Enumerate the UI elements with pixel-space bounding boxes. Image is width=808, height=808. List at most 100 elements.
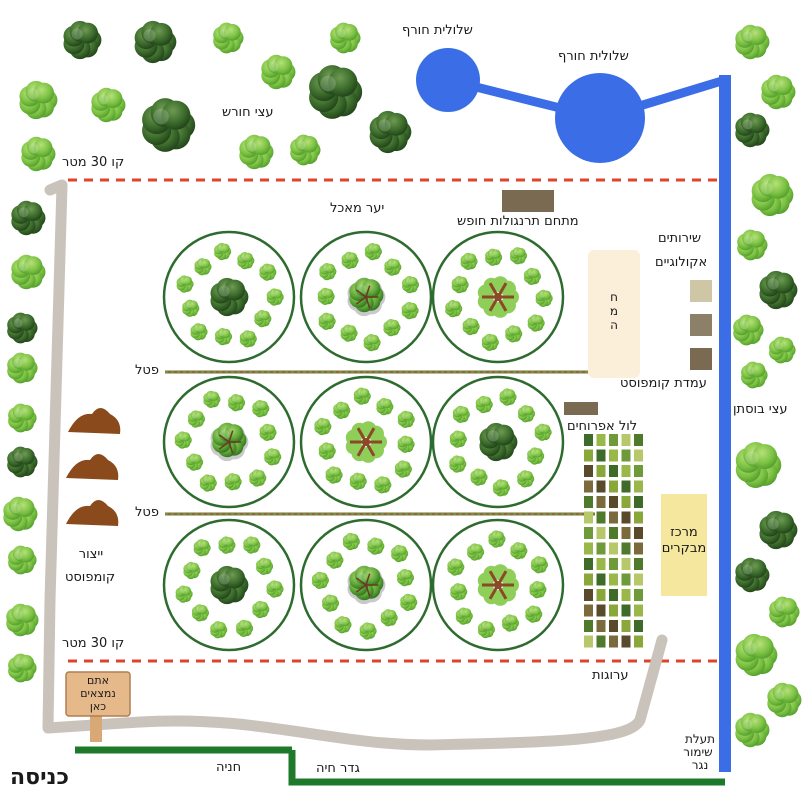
label-drain-1: תעלת [684,732,716,746]
central-fruit-tree [477,564,519,606]
shrub [367,537,385,555]
shrub [501,614,520,632]
edge-tree [11,200,46,236]
bed-plot [621,465,631,477]
shrub [534,423,552,441]
bed-plot [609,511,618,524]
bed-plot [584,480,593,493]
shrub [462,317,480,336]
orchard-tree [735,441,782,489]
shrub [314,417,332,436]
bed-plot [596,496,606,508]
bed-plot [621,449,631,462]
shrub [455,607,473,625]
shrub [259,263,277,281]
shrub [525,605,543,623]
bed-plot [609,573,618,586]
shrub [396,569,415,587]
central-tree-dark [479,422,518,462]
label-entrance: כניסה [10,765,69,790]
forest-tree [239,134,274,170]
bed-plot [621,604,631,617]
food-forest-circle [299,518,433,652]
runoff-channel [719,75,731,772]
edge-tree [7,312,38,344]
forest-tree [63,20,102,60]
shrub [318,312,336,330]
shrub [325,466,343,484]
label-eco-toilets-2: אקולוגיים [655,255,708,270]
bed-plot [621,434,631,446]
shrub [529,580,547,599]
label-beds: ערוגות [592,668,629,683]
shrub [203,390,221,408]
bed-plot [609,542,618,555]
bed-plot [621,558,631,570]
label-path-bottom: פטל [135,505,159,520]
edge-tree [8,545,37,575]
bed-plot [596,573,606,586]
orchard-tree [735,633,778,677]
bed-plot [584,496,593,508]
shrub [210,621,228,639]
pond-small [416,48,480,112]
food-forest-circles [162,230,565,652]
bed-plot [596,635,606,648]
bed-plot [634,527,643,539]
food-forest-circle [431,230,565,364]
bed-plot [584,589,593,601]
food-forest-circle [299,375,433,509]
bed-plot [596,465,606,477]
bed-plot [621,527,631,539]
shrub [237,251,255,270]
label-chick-coop: לול אפרוחים [567,419,638,434]
shrub [311,571,329,589]
compost-pile-2 [66,454,119,480]
edge-tree [8,403,37,433]
bed-plot [596,511,606,524]
shrub [326,551,344,569]
shrub [341,251,359,270]
bed-plot [584,573,593,586]
visitor-center-block [661,494,707,596]
label-compost-station: עמדת קומפוסט [620,376,707,391]
food-forest-circle [431,518,565,652]
bed-plot [584,635,593,648]
shrub [254,309,272,328]
central-tree-dark [210,565,249,605]
shrub [401,276,420,294]
orchard-tree [769,596,800,628]
bed-plot [584,527,593,539]
shrub [452,405,470,424]
bed-plot [621,480,631,493]
bed-plot [596,527,606,539]
central-fruit-tree [210,422,249,462]
orchard-tree [767,682,802,718]
bed-plot [596,542,606,555]
bed-plot [584,434,593,446]
compost-pile-1 [68,408,121,434]
label-living-fence: גדר חיה [316,761,360,776]
shrub [374,476,392,494]
bed-plot [634,511,643,524]
eco-toilet-2 [690,314,712,336]
shrub [193,539,211,557]
bed-plot [621,589,631,601]
edge-tree [6,603,39,637]
shrub [340,324,358,342]
shrub [447,558,465,576]
shrub [259,423,277,442]
shrub [183,561,201,580]
shrub [400,593,418,611]
shrub [384,258,402,276]
orchard-tree [741,361,768,389]
label-pond-right: שלולית חורף [558,49,629,64]
shrub [475,395,493,414]
shrub [364,242,382,261]
chick-coop-block [564,402,598,415]
edge-tree [7,352,38,384]
shrub [467,543,485,561]
edge-tree [7,446,38,478]
pond-large [555,73,645,163]
